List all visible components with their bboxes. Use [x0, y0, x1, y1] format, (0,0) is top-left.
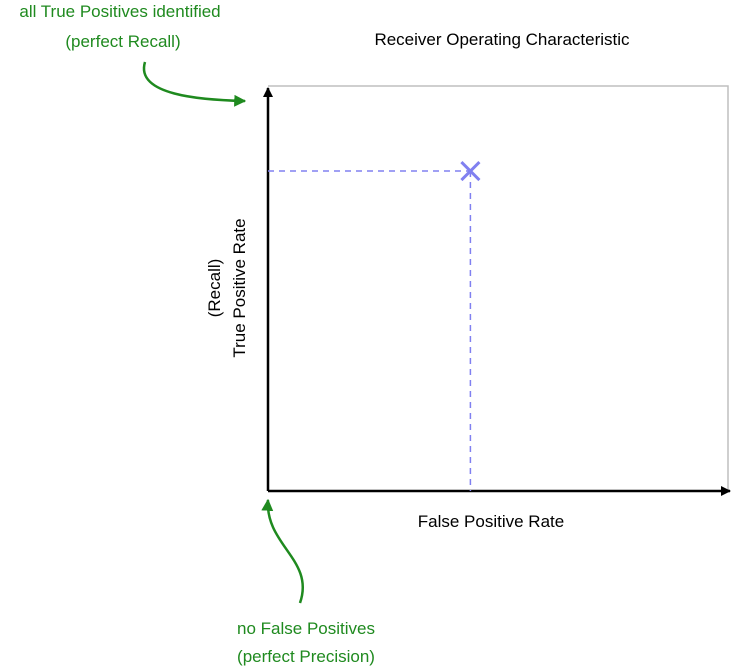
top-annotation-line1: all True Positives identified: [19, 2, 220, 21]
y-axis-label-line2: True Positive Rate: [230, 218, 249, 357]
chart-title: Receiver Operating Characteristic: [374, 30, 630, 49]
top-annotation-arrow: [142, 61, 247, 107]
top-annotation-line2: (perfect Recall): [65, 32, 180, 51]
bottom-annotation-line2: (perfect Precision): [237, 647, 375, 666]
plot-frame: [268, 85, 729, 491]
roc-point-marker: [460, 160, 481, 182]
y-axis-label-line1: (Recall): [205, 259, 224, 318]
y-axis-label: (Recall) True Positive Rate: [205, 218, 249, 357]
bottom-annotation-arrow: [261, 498, 304, 604]
bottom-annotation-line1: no False Positives: [237, 619, 375, 638]
x-axis-label: False Positive Rate: [418, 512, 564, 531]
